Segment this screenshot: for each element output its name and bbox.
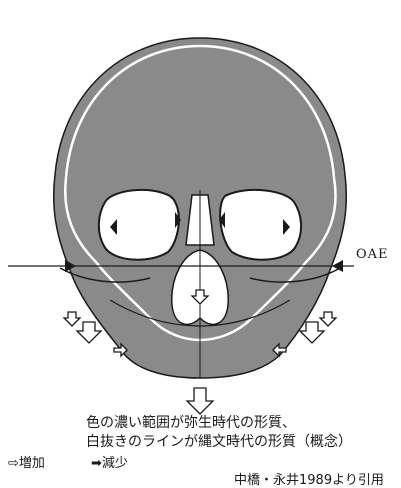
legend-decrease: ➡減少 bbox=[91, 452, 128, 471]
legend-increase: ⇨増加 bbox=[8, 452, 45, 471]
oae-label: OAE bbox=[356, 247, 389, 262]
caption-line-1: 色の濃い範囲が弥生時代の形質、 bbox=[86, 414, 296, 432]
caption-line-2: 白抜きのラインが縄文時代の形質（概念） bbox=[86, 433, 352, 451]
source-citation: 中橋・永井1989より引用 bbox=[234, 469, 384, 488]
right-orbit bbox=[220, 190, 301, 260]
left-orbit bbox=[99, 190, 179, 260]
